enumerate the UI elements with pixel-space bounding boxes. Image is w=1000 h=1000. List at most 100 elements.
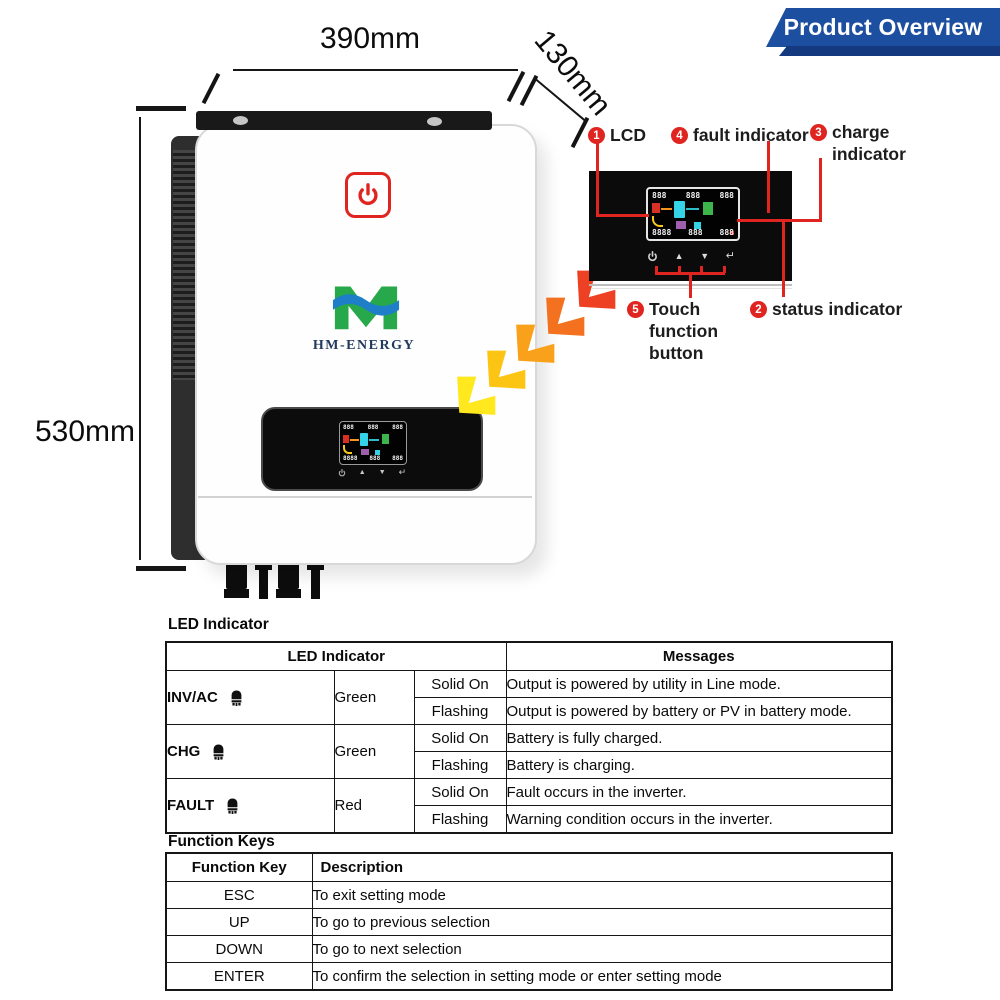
lcd-pv-arrow-icon	[343, 445, 352, 454]
function-key: ENTER	[165, 962, 313, 991]
function-table-header-description: Description	[311, 852, 893, 882]
led-lamp-icon	[227, 798, 238, 814]
function-description: To go to next selection	[311, 935, 893, 963]
led-table-header-messages: Messages	[505, 641, 893, 671]
callout-touch-function-button: 5 Touch function button	[627, 299, 772, 365]
inverter-body	[195, 124, 537, 565]
led-state: Solid On	[413, 778, 507, 806]
callout-3-label: charge indicator	[832, 122, 906, 164]
height-dimension-label: 530mm	[35, 415, 136, 448]
body-seam-line	[198, 496, 532, 498]
led-name-text: INV/AC	[167, 689, 218, 706]
led-table-header-led: LED Indicator	[165, 641, 507, 671]
callout-1-label: LCD	[610, 125, 646, 145]
zoom-lcd-flow-right	[686, 208, 699, 210]
led-state: Flashing	[413, 697, 507, 725]
callout-5-label: Touch function button	[649, 299, 719, 363]
led-color-invac: Green	[333, 670, 415, 725]
function-key: UP	[165, 908, 313, 936]
callout-charge-indicator: 3 charge indicator	[810, 122, 906, 166]
led-state: Flashing	[413, 805, 507, 834]
table-row: ENTER To confirm the selection in settin…	[165, 962, 893, 991]
width-dim-tick-left	[201, 72, 221, 105]
connector-1-base	[224, 589, 249, 598]
callout-2-badge: 2	[750, 301, 767, 318]
led-name-chg: CHG	[165, 724, 335, 779]
depth-dim-tick-right	[570, 116, 590, 149]
zoom-lcd-alarm-dot	[730, 231, 734, 235]
callout-status-indicator: 2 status indicator	[750, 299, 902, 321]
callout-line-charge-h	[737, 219, 822, 222]
led-message: Battery is charging.	[505, 751, 893, 779]
function-description: To exit setting mode	[311, 881, 893, 909]
led-color-chg: Green	[333, 724, 415, 779]
zoom-lcd-grid-icon	[652, 203, 660, 213]
zoom-esc-button-icon	[648, 251, 657, 262]
height-dim-tick-top	[136, 106, 186, 111]
lcd-fault-icon	[361, 449, 369, 455]
table-row: CHG Green Solid On Battery is fully char…	[165, 724, 893, 779]
width-dimension-label: 390mm	[319, 22, 421, 55]
callout-2-label: status indicator	[772, 299, 903, 319]
led-message: Output is powered by utility in Line mod…	[505, 670, 893, 698]
zoom-panel-edge-line-2	[592, 288, 792, 289]
led-name-text: FAULT	[167, 797, 215, 814]
height-dim-tick-bottom	[136, 566, 186, 571]
zoom-lcd-battery-icon	[674, 201, 685, 218]
table-row: ESC To exit setting mode	[165, 881, 893, 909]
table-row: Flashing Battery is charging.	[166, 751, 893, 779]
heatsink-fins	[173, 150, 199, 380]
bracket-screw-right	[427, 117, 442, 126]
table-row: Flashing Output is powered by battery or…	[166, 697, 893, 725]
zoom-lcd-status-icon	[694, 222, 701, 229]
callout-lcd: 1 LCD	[588, 125, 646, 147]
depth-dim-tick-left	[519, 74, 539, 107]
brand-logo	[332, 286, 400, 330]
callout-line-lcd-h	[596, 214, 649, 217]
function-description: To go to previous selection	[311, 908, 893, 936]
touch-bracket-tick-4	[723, 266, 726, 273]
zoom-up-button-icon: ▲	[674, 251, 684, 261]
led-state: Solid On	[413, 724, 507, 752]
led-lamp-icon	[213, 744, 224, 760]
function-keys-table: Function Key Description ESC To exit set…	[165, 852, 893, 991]
led-indicator-heading: LED Indicator	[168, 616, 269, 633]
zoom-chevron-arrows	[457, 270, 616, 415]
led-table-header-row: LED Indicator Messages	[165, 641, 893, 671]
up-button-icon: ▲	[358, 469, 366, 476]
zoom-lcd-flow-left	[661, 208, 672, 210]
lcd-load-icon	[382, 434, 389, 444]
lcd-grid-icon	[343, 435, 349, 443]
function-table-header-key: Function Key	[165, 852, 313, 882]
function-table-header-row: Function Key Description	[165, 852, 893, 882]
led-name-fault: FAULT	[165, 778, 335, 834]
mounting-bracket	[196, 111, 492, 130]
callout-line-lcd-v	[596, 142, 599, 216]
callout-4-badge: 4	[671, 127, 688, 144]
zoom-touch-buttons: ▲ ▼ ↵	[647, 251, 735, 262]
zoom-enter-button-icon: ↵	[725, 250, 735, 262]
zoom-lcd-load-icon	[703, 202, 713, 215]
connector-4	[311, 563, 320, 599]
down-button-icon: ▼	[378, 469, 386, 476]
zoom-lcd-pv-arrow-icon	[652, 216, 663, 227]
led-name-invac: INV/AC	[165, 670, 335, 725]
bracket-screw-left	[233, 116, 248, 125]
lcd-status-icon	[375, 450, 380, 455]
callout-3-badge: 3	[810, 124, 827, 141]
connector-1	[226, 563, 247, 589]
power-icon	[345, 172, 391, 218]
table-row: UP To go to previous selection	[165, 908, 893, 936]
width-dimension-line	[233, 69, 518, 71]
led-message: Output is powered by battery or PV in ba…	[505, 697, 893, 725]
led-color-fault: Red	[333, 778, 415, 834]
callout-4-label: fault indicator	[693, 125, 809, 145]
table-row: INV/AC Green Solid On Output is powered …	[165, 670, 893, 725]
callout-line-fault	[767, 141, 770, 213]
lcd-flow-line-left	[350, 439, 359, 441]
